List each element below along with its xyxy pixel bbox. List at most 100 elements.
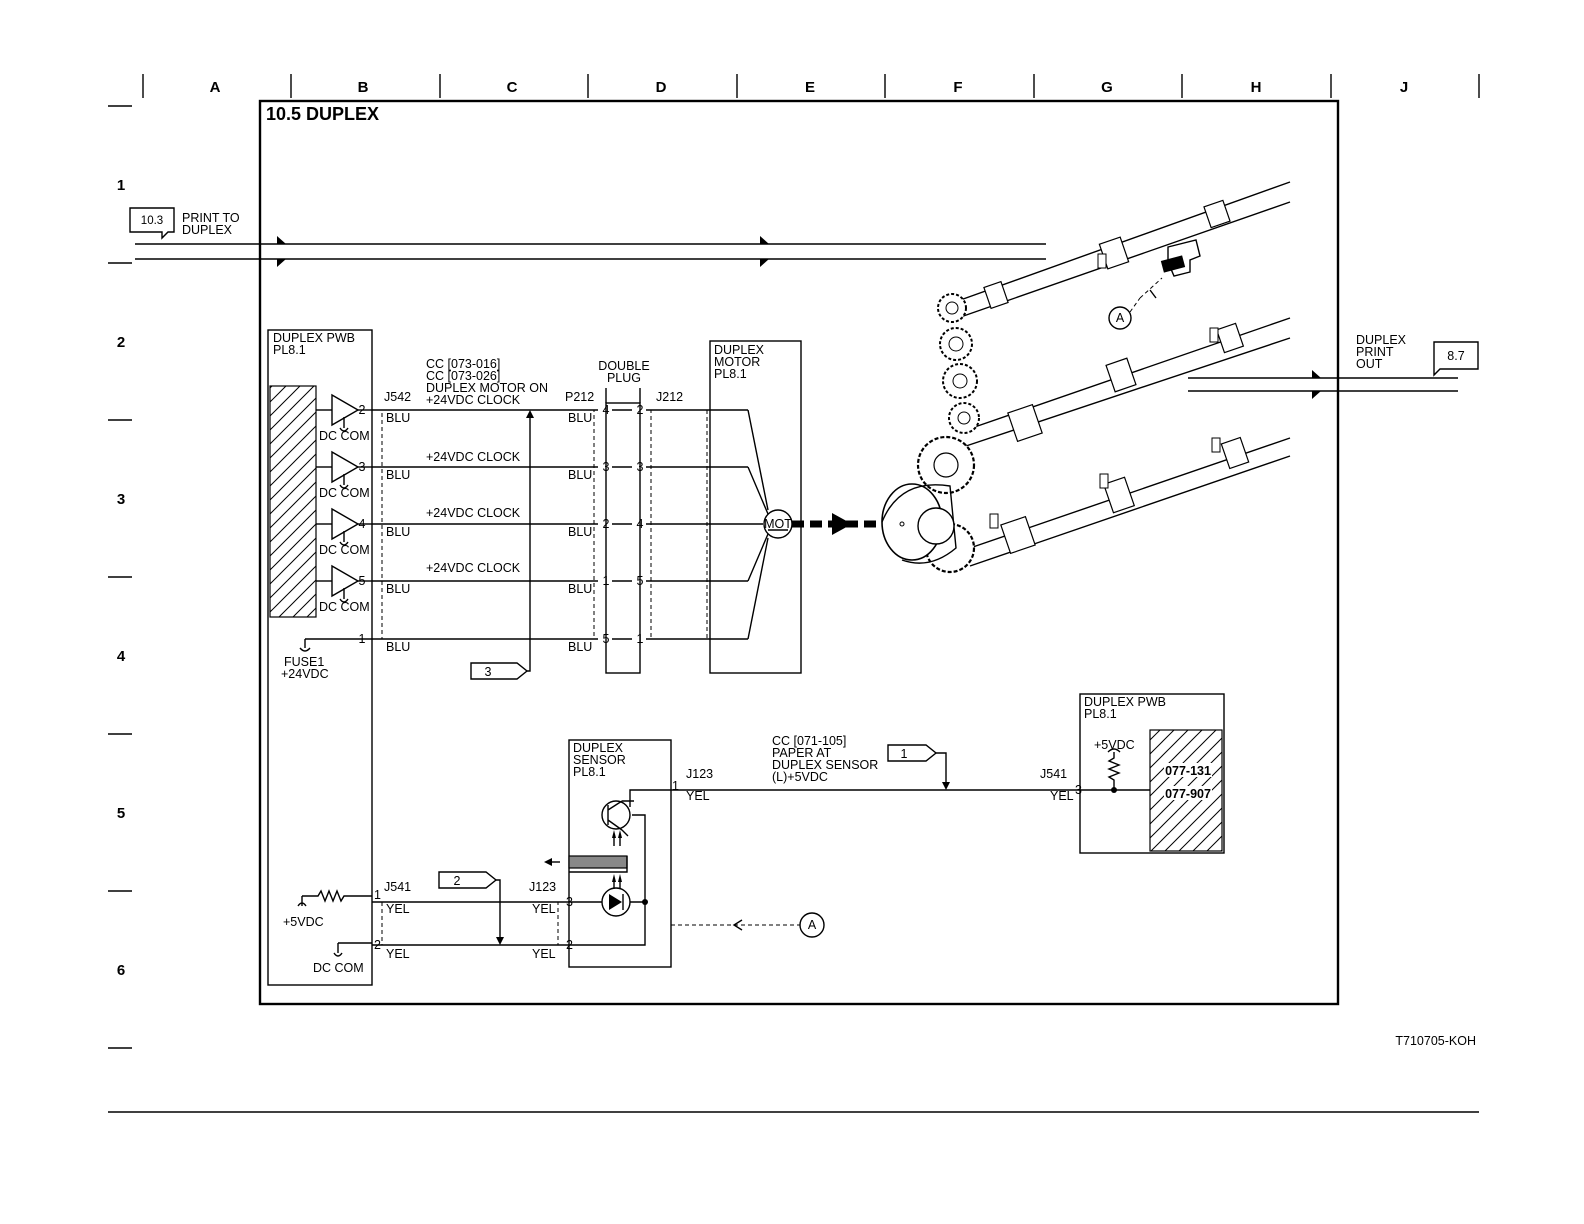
svg-text:PRINT TO: PRINT TO — [182, 211, 240, 225]
row-label: 4 — [117, 648, 126, 665]
ref-out-8-7: DUPLEX PRINT OUT 8.7 — [1188, 333, 1479, 399]
svg-text:P212: P212 — [565, 390, 594, 404]
page-title: 10.5 DUPLEX — [266, 104, 379, 124]
svg-text:CC [071-105]: CC [071-105] — [772, 734, 846, 748]
wire-row-5: 1 5 1 BLU BLU — [359, 632, 748, 654]
driver-pin-4: DC COM — [316, 507, 372, 557]
svg-text:DUPLEX: DUPLEX — [573, 741, 624, 755]
svg-text:SENSOR: SENSOR — [573, 753, 626, 767]
wire-row-2: 3 3 3 BLU BLU — [359, 460, 748, 482]
svg-text:MOTOR: MOTOR — [714, 355, 760, 369]
row-label: 1 — [117, 177, 125, 194]
duplex-pwb-right: DUPLEX PWB PL8.1 +5VDC 077-131 077-907 — [1079, 693, 1225, 854]
svg-text:4: 4 — [637, 517, 644, 531]
svg-text:YEL: YEL — [686, 789, 710, 803]
svg-text:2: 2 — [374, 938, 381, 952]
svg-text:1: 1 — [359, 632, 366, 646]
svg-text:+5VDC: +5VDC — [1094, 738, 1135, 752]
svg-text:5: 5 — [603, 632, 610, 646]
col-label: G — [1101, 79, 1113, 96]
svg-text:FUSE1: FUSE1 — [284, 655, 324, 669]
col-label: F — [953, 79, 962, 96]
svg-text:PL8.1: PL8.1 — [714, 367, 747, 381]
svg-text:1: 1 — [374, 888, 381, 902]
svg-text:BLU: BLU — [386, 525, 410, 539]
svg-text:DC COM: DC COM — [319, 600, 370, 614]
row-label: 3 — [117, 491, 125, 508]
svg-text:DUPLEX PWB: DUPLEX PWB — [1084, 695, 1166, 709]
svg-text:DC COM: DC COM — [319, 486, 370, 500]
svg-text:PL8.1: PL8.1 — [273, 343, 306, 357]
col-label: E — [805, 79, 815, 96]
svg-text:2: 2 — [454, 874, 461, 888]
svg-text:DUPLEX SENSOR: DUPLEX SENSOR — [772, 758, 878, 772]
svg-text:3: 3 — [603, 460, 610, 474]
svg-text:BLU: BLU — [568, 640, 592, 654]
ref-in-10-3: 10.3 PRINT TO DUPLEX — [129, 207, 1046, 267]
svg-text:YEL: YEL — [532, 947, 556, 961]
svg-text:YEL: YEL — [532, 902, 556, 916]
svg-text:(L)+5VDC: (L)+5VDC — [772, 770, 828, 784]
svg-text:4: 4 — [603, 403, 610, 417]
svg-text:1: 1 — [672, 779, 679, 793]
svg-text:DC COM: DC COM — [319, 429, 370, 443]
svg-text:1: 1 — [901, 747, 908, 761]
svg-text:+5VDC: +5VDC — [283, 915, 324, 929]
svg-text:DOUBLE: DOUBLE — [598, 359, 649, 373]
svg-text:DC COM: DC COM — [313, 961, 364, 975]
wire-row-4: 5 1 5 BLU BLU — [359, 574, 748, 596]
drive-shaft — [792, 513, 896, 535]
driver-pin-5: DC COM — [316, 564, 372, 614]
svg-text:+24VDC CLOCK: +24VDC CLOCK — [426, 561, 521, 575]
svg-text:1: 1 — [637, 632, 644, 646]
col-label: H — [1251, 79, 1262, 96]
svg-text:YEL: YEL — [386, 947, 410, 961]
row-label: 5 — [117, 805, 125, 822]
svg-text:YEL: YEL — [386, 902, 410, 916]
svg-text:J123: J123 — [529, 880, 556, 894]
svg-text:5: 5 — [637, 574, 644, 588]
column-labels: A B C D E F G H J — [210, 79, 1409, 96]
duplex-pwb-left: DUPLEX PWB PL8.1 DC COM DC COM DC COM — [267, 329, 373, 986]
driver-pin-3: DC COM — [316, 450, 372, 500]
row-label: 2 — [117, 334, 125, 351]
svg-text:A: A — [808, 918, 817, 932]
svg-text:J542: J542 — [384, 390, 411, 404]
wire-row-3: 4 2 4 BLU BLU — [359, 517, 763, 539]
duplex-sensor-part — [1139, 239, 1201, 299]
svg-text:CC [073-026]: CC [073-026] — [426, 369, 500, 383]
col-label: C — [507, 79, 518, 96]
svg-text:BLU: BLU — [568, 582, 592, 596]
svg-text:8.7: 8.7 — [1447, 349, 1464, 363]
svg-text:A: A — [1116, 311, 1125, 325]
duplex-motor: DUPLEX MOTOR PL8.1 MOT — [709, 340, 802, 674]
svg-text:+24VDC: +24VDC — [281, 667, 329, 681]
svg-text:YEL: YEL — [1050, 789, 1074, 803]
row-labels: 1 2 3 4 5 6 — [117, 177, 126, 979]
svg-text:2: 2 — [603, 517, 610, 531]
col-label: B — [358, 79, 369, 96]
svg-text:DUPLEX PWB: DUPLEX PWB — [273, 331, 355, 345]
svg-text:+24VDC CLOCK: +24VDC CLOCK — [426, 506, 521, 520]
sensor-harness: J541 J123 1 YEL YEL 3 2 YEL YEL 2 2 J123… — [372, 734, 1082, 961]
col-label: J — [1400, 79, 1408, 96]
svg-text:CC [073-016]: CC [073-016] — [426, 357, 500, 371]
svg-text:3: 3 — [566, 895, 573, 909]
svg-text:PL8.1: PL8.1 — [1084, 707, 1117, 721]
svg-text:DUPLEX: DUPLEX — [182, 223, 233, 237]
svg-text:BLU: BLU — [386, 582, 410, 596]
svg-text:J541: J541 — [384, 880, 411, 894]
svg-text:3: 3 — [1075, 783, 1082, 797]
svg-text:2: 2 — [359, 403, 366, 417]
svg-text:BLU: BLU — [386, 468, 410, 482]
status-code: 077-131 — [1165, 764, 1211, 778]
svg-text:DUPLEX: DUPLEX — [714, 343, 765, 357]
row-label: 6 — [117, 962, 125, 979]
motor-harness: J542 P212 J212 CC [073-016] CC [073-026]… — [359, 357, 763, 680]
svg-text:PL8.1: PL8.1 — [573, 765, 606, 779]
svg-text:DUPLEX MOTOR ON: DUPLEX MOTOR ON — [426, 381, 548, 395]
svg-text:5: 5 — [359, 574, 366, 588]
svg-text:J541: J541 — [1040, 767, 1067, 781]
svg-text:2: 2 — [566, 938, 573, 952]
